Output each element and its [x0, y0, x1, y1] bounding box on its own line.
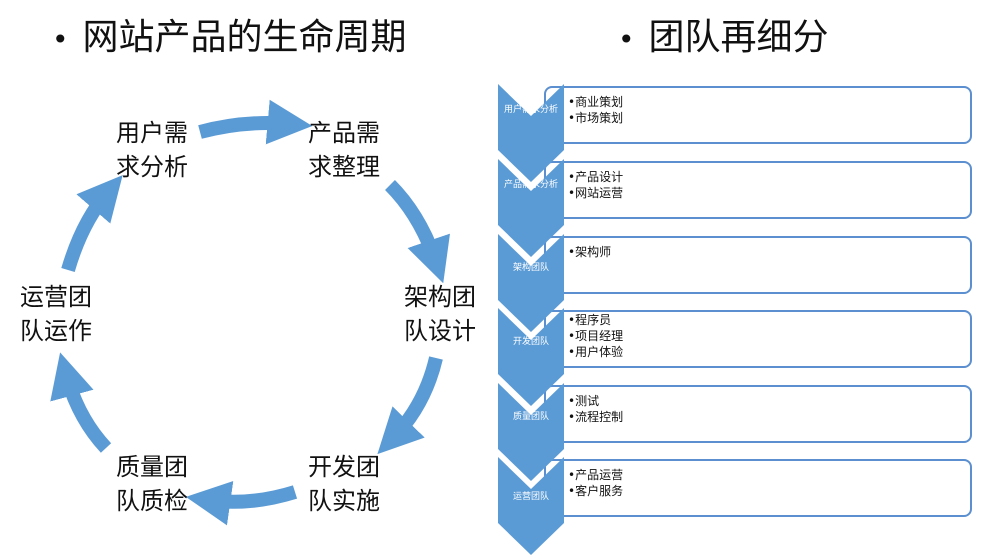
team-item: 测试: [568, 393, 623, 409]
team-item: 流程控制: [568, 409, 623, 425]
team-row: 质量团队 测试 流程控制: [498, 383, 978, 481]
cycle-node-user-needs: 用户需 求分析: [116, 119, 188, 181]
chevron-shape: [498, 308, 564, 406]
team-items: 产品设计 网站运营: [568, 169, 623, 201]
team-item: 市场策划: [568, 110, 623, 126]
team-name: 架构团队: [512, 263, 549, 273]
team-items: 程序员 项目经理 用户体验: [568, 312, 623, 360]
chevron-shape: [498, 234, 564, 332]
chevron-shape: [498, 159, 564, 257]
lifecycle-cycle-diagram: [50, 99, 450, 526]
team-item-box: [544, 236, 972, 294]
team-item-box: [544, 161, 972, 219]
team-row: 产品需求分析 产品设计 网站运营: [498, 159, 978, 257]
team-items: 商业策划 市场策划: [568, 94, 623, 126]
bullet-icon: •: [618, 23, 635, 56]
cycle-node-architecture: 架构团 队设计: [404, 283, 476, 345]
team-breakdown-list: 用户需求分析 商业策划 市场策划 产品需求分析 产品设计 网站运营 架构团队 架…: [498, 84, 978, 555]
team-item: 项目经理: [568, 328, 623, 344]
team-name: 产品需求分析: [503, 180, 558, 190]
team-name: 质量团队: [512, 412, 549, 422]
cycle-arrow-4: [185, 480, 298, 526]
team-item: 用户体验: [568, 344, 623, 360]
cycle-arrow-6: [61, 175, 123, 272]
team-row: 架构团队 架构师: [498, 234, 978, 332]
chevron-shape: [498, 383, 564, 481]
chevron-shape: [498, 457, 564, 555]
team-item: 产品运营: [568, 467, 623, 483]
team-items: 架构师: [568, 244, 611, 260]
cycle-arrow-1: [198, 99, 313, 145]
chevron-shape: [498, 84, 564, 182]
team-item: 产品设计: [568, 169, 623, 185]
cycle-node-quality: 质量团 队质检: [116, 453, 188, 515]
cycle-node-development: 开发团 队实施: [308, 453, 380, 515]
team-item: 商业策划: [568, 94, 623, 110]
team-row: 运营团队 产品运营 客户服务: [498, 457, 978, 555]
cycle-node-product-requirements: 产品需 求整理: [308, 119, 380, 181]
team-items: 测试 流程控制: [568, 393, 623, 425]
bullet-icon: •: [52, 23, 69, 56]
cycle-arrow-2: [384, 180, 450, 284]
team-items: 产品运营 客户服务: [568, 467, 623, 499]
cycle-arrow-3: [377, 356, 443, 455]
team-name: 运营团队: [512, 492, 549, 502]
team-name: 开发团队: [512, 337, 549, 347]
lifecycle-title-text: 网站产品的生命周期: [82, 17, 407, 58]
team-row: 用户需求分析 商业策划 市场策划: [498, 84, 978, 182]
team-title: • 团队再细分: [618, 12, 829, 66]
cycle-arrow-5: [50, 352, 112, 453]
lifecycle-title: • 网站产品的生命周期: [52, 12, 407, 66]
team-title-text: 团队再细分: [648, 17, 829, 58]
team-item: 架构师: [568, 244, 611, 260]
team-item: 客户服务: [568, 483, 623, 499]
cycle-node-operations: 运营团 队运作: [20, 283, 92, 345]
team-item: 网站运营: [568, 185, 623, 201]
team-item: 程序员: [568, 312, 623, 328]
team-name: 用户需求分析: [503, 105, 558, 115]
team-row: 开发团队 程序员 项目经理 用户体验: [498, 308, 978, 406]
